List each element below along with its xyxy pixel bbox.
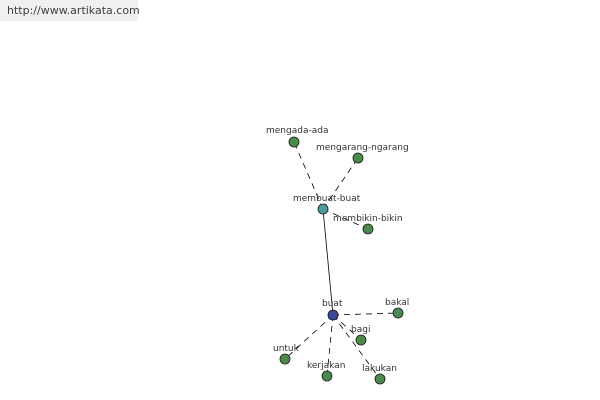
source-url: http://www.artikata.com <box>7 4 140 17</box>
edge-buat-to-bakal <box>332 312 399 316</box>
node-label-buat: buat <box>322 299 343 309</box>
edges-layer <box>284 141 399 380</box>
node-membuat-buat[interactable] <box>317 203 329 215</box>
node-label-untuk: untuk <box>273 344 300 354</box>
source-url-bar: http://www.artikata.com <box>0 0 140 21</box>
edge-membuat-buat-to-membikin-bikin <box>322 208 369 230</box>
labels-layer: buat membuat-buat mengada-ada mengarang-nga… <box>266 126 409 374</box>
edge-buat-to-membuat-buat <box>322 208 334 316</box>
node-label-bagi: bagi <box>351 325 370 335</box>
node-membikin-bikin[interactable] <box>362 223 374 235</box>
node-kerjakan[interactable] <box>321 370 333 382</box>
node-lakukan[interactable] <box>374 373 386 385</box>
node-label-bakal: bakal <box>385 298 409 308</box>
node-label-membuat-buat: membuat-buat <box>293 194 361 204</box>
edge-membuat-buat-to-mengada-ada <box>293 141 324 210</box>
nodes-layer <box>279 136 404 385</box>
node-untuk[interactable] <box>279 353 291 365</box>
node-label-mengada-ada: mengada-ada <box>266 126 328 136</box>
node-bagi[interactable] <box>355 334 367 346</box>
edge-buat-to-lakukan <box>332 314 381 380</box>
node-mengarang-ngarang[interactable] <box>352 152 364 164</box>
node-label-kerjakan: kerjakan <box>307 361 345 371</box>
node-bakal[interactable] <box>392 307 404 319</box>
node-label-lakukan: lakukan <box>362 364 397 374</box>
node-label-mengarang-ngarang: mengarang-ngarang <box>316 143 409 153</box>
node-mengada-ada[interactable] <box>288 136 300 148</box>
node-label-membikin-bikin: membikin-bikin <box>333 214 403 224</box>
node-buat[interactable] <box>327 309 339 321</box>
